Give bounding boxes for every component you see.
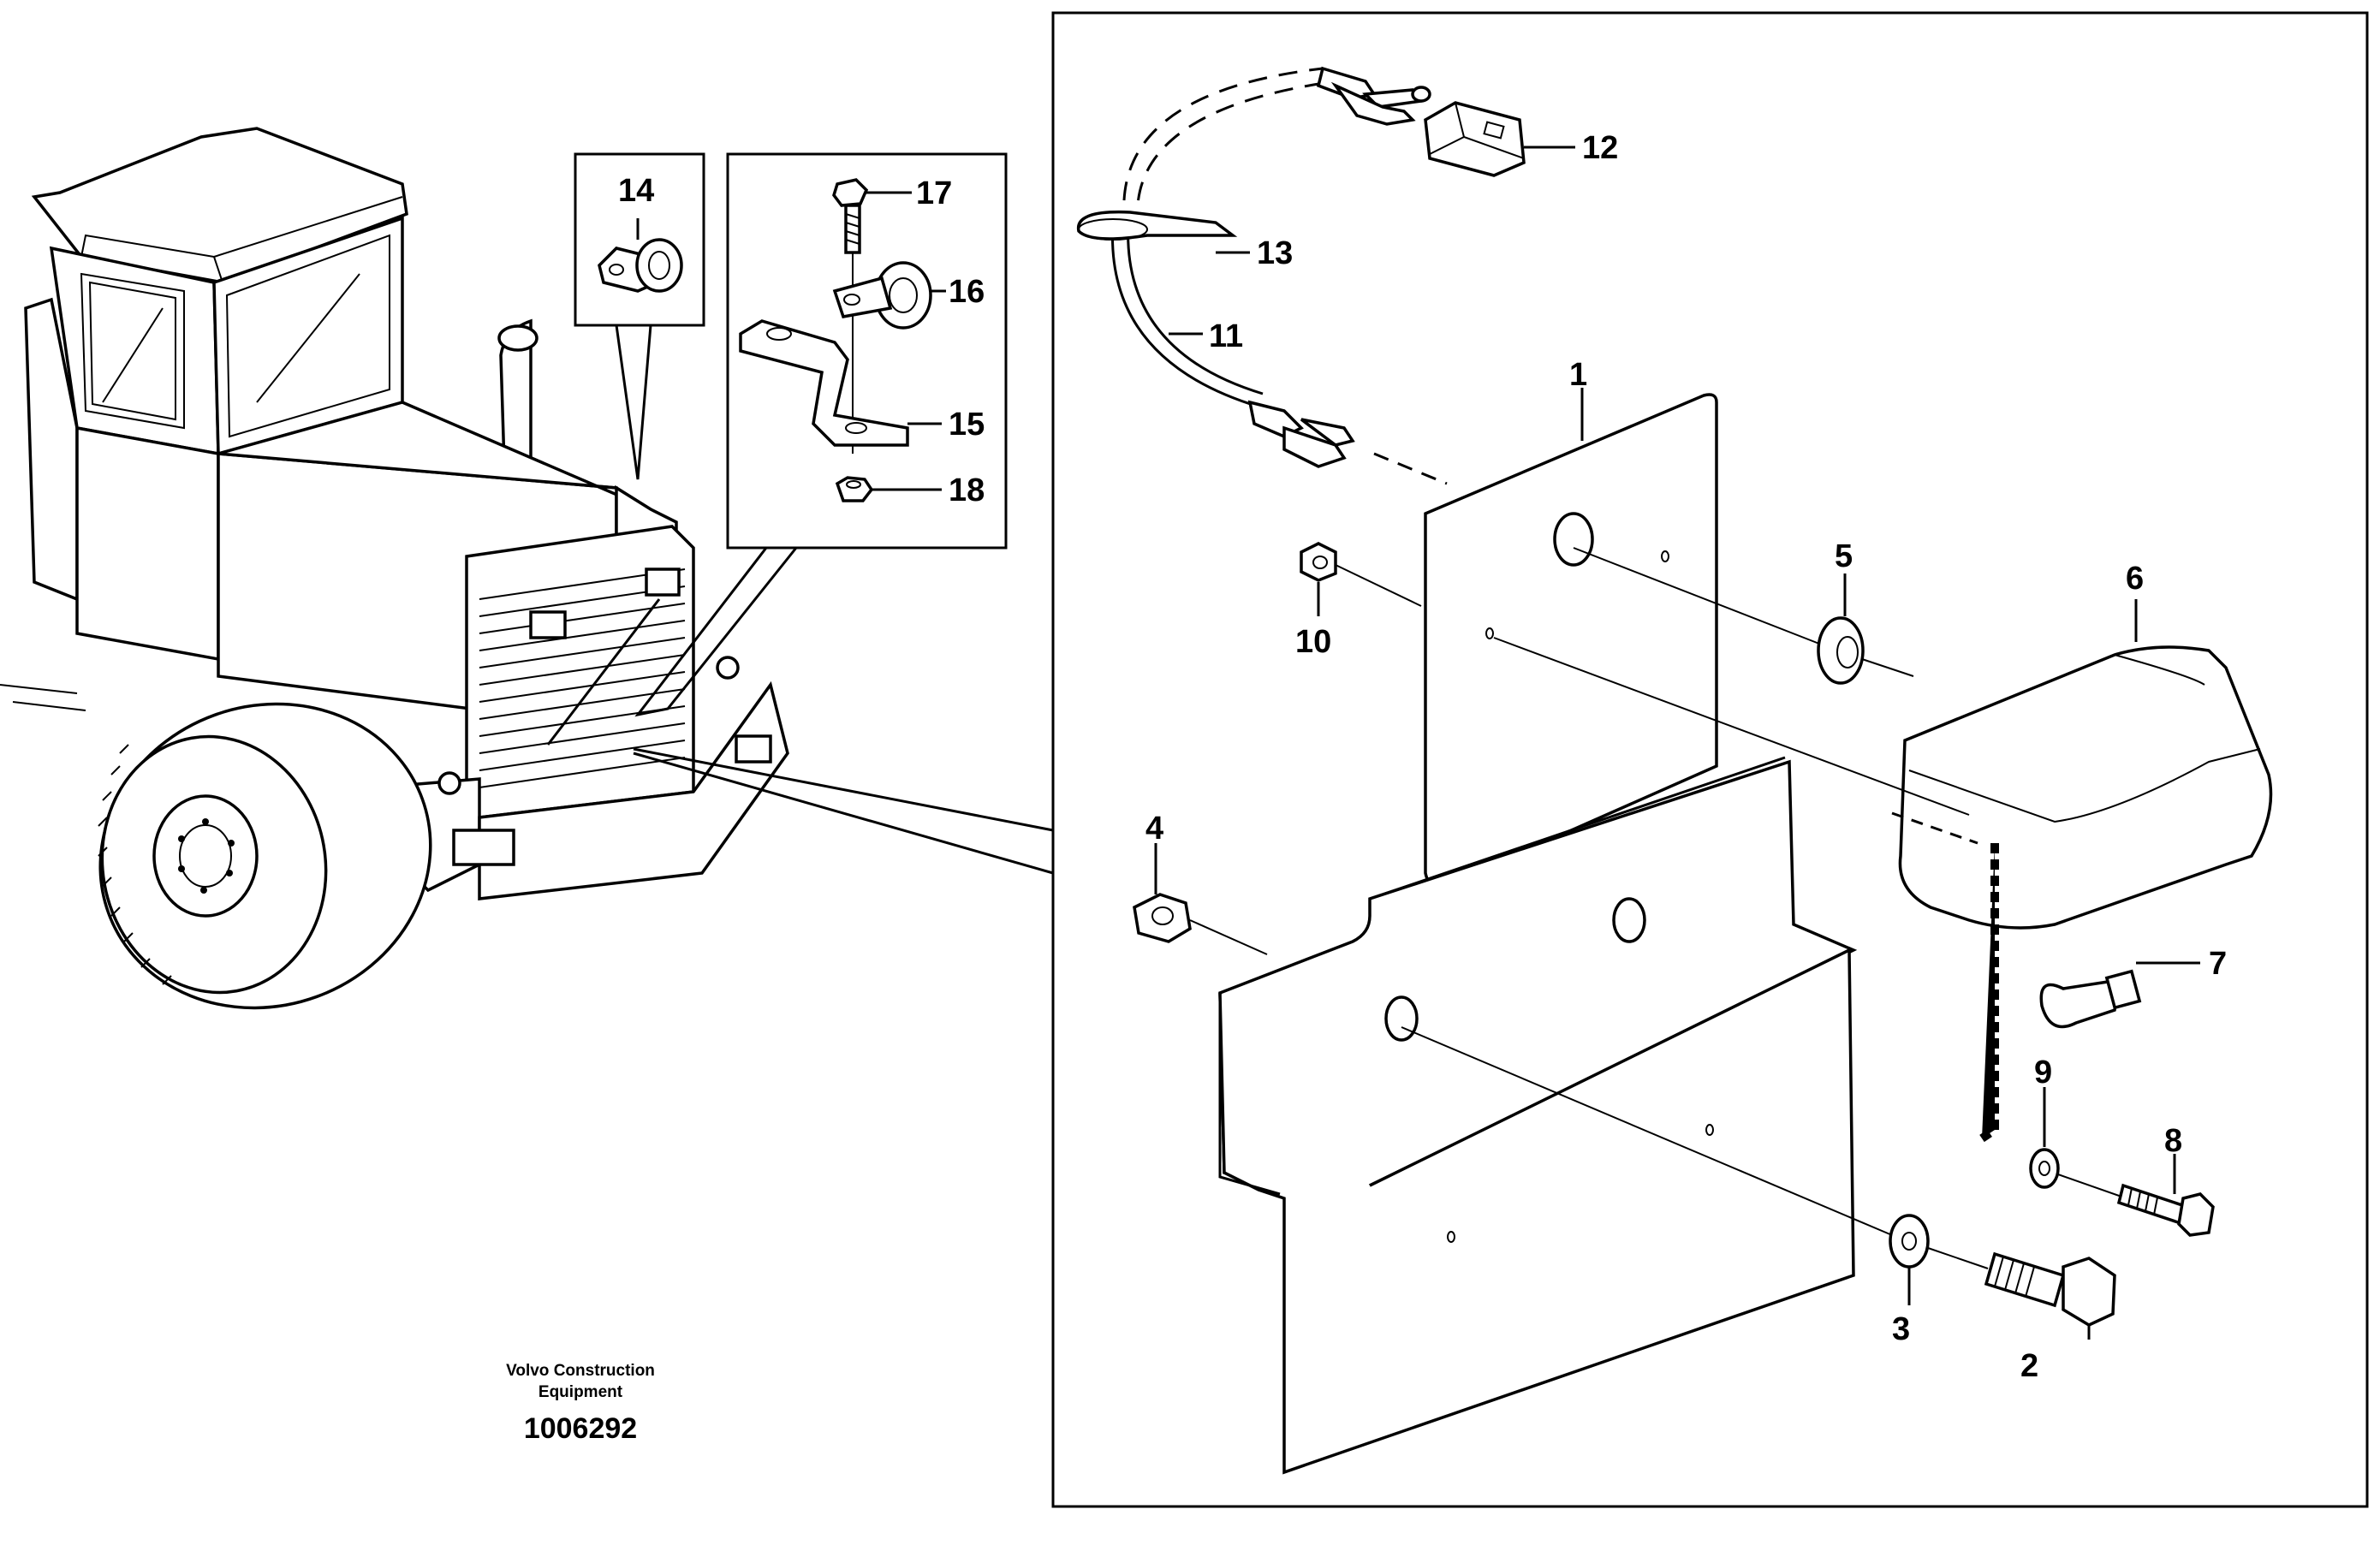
- callout-12: 12: [1582, 130, 1618, 166]
- callout-4: 4: [1145, 811, 1163, 847]
- plug-connector: [1424, 101, 1526, 177]
- callout-18: 18: [949, 472, 985, 508]
- callout-13: 13: [1257, 235, 1293, 271]
- lamp-screw: [2029, 1148, 2215, 1237]
- inset-clip-14: [574, 152, 705, 480]
- grommet: [1817, 616, 1865, 685]
- drawing-caption: Volvo Construction Equipment 1006292: [506, 1362, 655, 1445]
- callout-9: 9: [2034, 1055, 2052, 1090]
- callout-14: 14: [618, 173, 654, 209]
- caption-line-1: Volvo Construction: [506, 1362, 655, 1380]
- assembly-lines: [1189, 547, 1970, 1236]
- callout-17: 17: [916, 175, 952, 211]
- lower-bracket: [1218, 756, 1858, 1475]
- callout-10: 10: [1295, 624, 1331, 660]
- lamp-bulb: [2039, 969, 2142, 1029]
- callout-11: 11: [1209, 318, 1243, 354]
- wheel-loader-illustration: [0, 127, 789, 1010]
- callout-8: 8: [2164, 1123, 2182, 1159]
- bracket-bolt: [1889, 1214, 2116, 1327]
- plate-nut: [1300, 542, 1337, 582]
- callout-7: 7: [2209, 946, 2227, 982]
- wiring-harness: [1076, 66, 1448, 485]
- inset-bracket-15-18: [726, 152, 1008, 550]
- bracket-nut: [1133, 893, 1192, 943]
- callout-3: 3: [1892, 1311, 1910, 1347]
- callout-15: 15: [949, 407, 985, 443]
- drawing-number: 1006292: [524, 1412, 637, 1445]
- caption-line-2: Equipment: [538, 1383, 623, 1401]
- callout-16: 16: [949, 274, 985, 310]
- leader-lines: [636, 146, 2200, 1340]
- callout-6: 6: [2126, 561, 2144, 597]
- callout-2: 2: [2020, 1348, 2038, 1384]
- lamp-housing: [1891, 645, 2273, 1143]
- front-tire: [98, 702, 432, 1010]
- callouts: 1 2 3 4 5 6 7 8 9 10 11 12 13 14 15 16 1…: [618, 130, 2227, 1384]
- callout-1: 1: [1569, 357, 1587, 393]
- callout-5: 5: [1835, 538, 1853, 574]
- detail-frame: [1051, 11, 2369, 1508]
